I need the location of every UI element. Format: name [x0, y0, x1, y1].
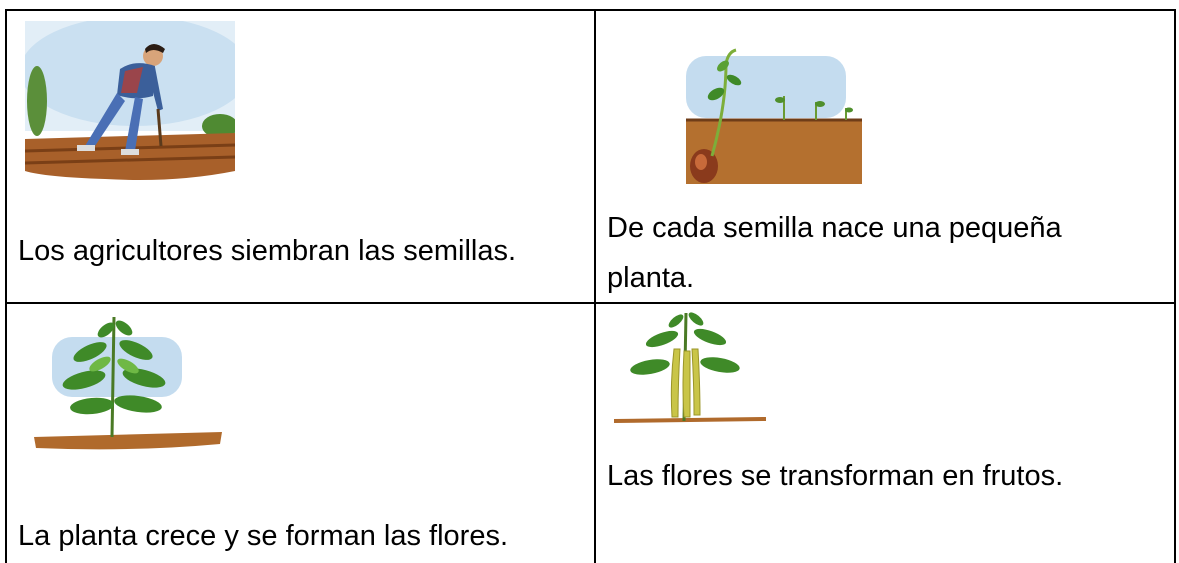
plant-growing-illustration [34, 316, 222, 450]
table-border-top [5, 9, 1176, 11]
caption-sowing: Los agricultores siembran las semillas. [18, 235, 517, 267]
table-border-right [1174, 9, 1176, 563]
table-border-center [594, 9, 596, 563]
seed-sprouting-illustration [686, 48, 862, 184]
table-border-left [5, 9, 7, 563]
table-border-middle [5, 302, 1176, 304]
farmer-sowing-illustration [25, 21, 235, 180]
caption-growing: La planta crece y se forman las flores. [18, 520, 509, 552]
caption-fruits: Las flores se transforman en frutos. [607, 460, 1064, 492]
plant-with-pods-illustration [614, 312, 767, 423]
table-cell-sowing: Los agricultores siembran las semillas. [7, 11, 594, 302]
caption-sprouting-line1: De cada semilla nace una pequeña [607, 212, 1062, 244]
table-cell-fruits: Las flores se transforman en frutos. [596, 304, 1174, 563]
caption-sprouting-line2: planta. [607, 262, 695, 294]
table-cell-sprouting: De cada semilla nace una pequeña planta. [596, 11, 1174, 302]
table-cell-growing: La planta crece y se forman las flores. [7, 304, 594, 563]
